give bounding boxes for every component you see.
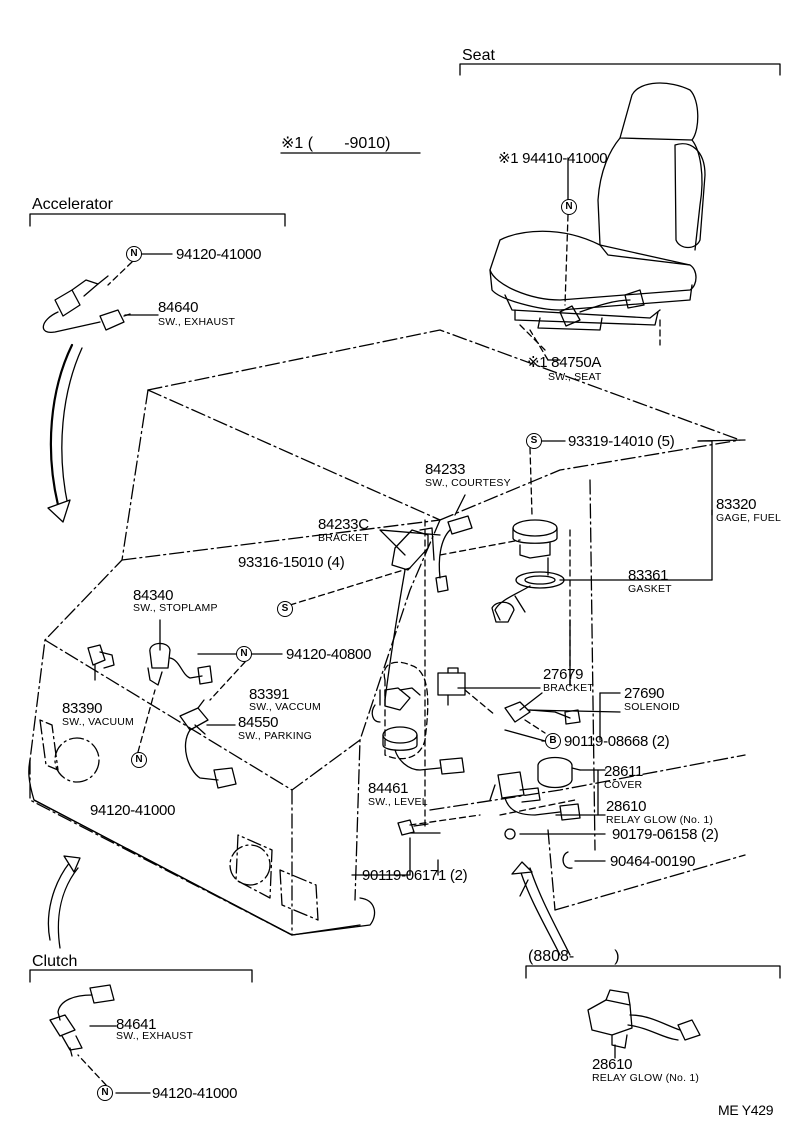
section-clutch-label: Clutch (32, 953, 78, 970)
part-number: 84641 (116, 1016, 157, 1033)
vehicle-body-solid (28, 737, 376, 936)
part-number: 94120-40800 (286, 646, 372, 663)
part-number: 83361 (628, 567, 669, 584)
clutch-switch-drawing (49, 984, 115, 1057)
dashed-leaders (77, 214, 576, 1086)
part-number: 83390 (62, 700, 103, 717)
part-number: 90464-00190 (610, 853, 696, 870)
part-number: 94120-41000 (152, 1085, 238, 1102)
fuel-gage-drawing (491, 519, 565, 623)
part-number: ※1 84750A (527, 354, 602, 371)
part-number: 93316-15010 (4) (238, 554, 345, 571)
part-desc: BRACKET (543, 682, 594, 694)
solenoid-drawing (437, 667, 581, 725)
n-marker-icon: N (126, 246, 142, 262)
vacuum-level-drawing (371, 661, 465, 775)
part-desc: RELAY GLOW (No. 1) (606, 814, 714, 826)
part-desc: SW., EXHAUST (116, 1030, 194, 1042)
accelerator-switch-drawing (42, 275, 131, 333)
part-number: ※1 94410-41000 (498, 150, 608, 167)
part-number: 94120-41000 (90, 802, 176, 819)
part-desc: SW., EXHAUST (158, 316, 236, 328)
part-desc: SW., STOPLAMP (133, 602, 218, 614)
part-number: 83391 (249, 686, 290, 703)
part-desc: SW., PARKING (238, 730, 312, 742)
part-desc: COVER (604, 779, 643, 791)
relay-glow-2-drawing (587, 989, 701, 1049)
part-number: 90119-08668 (2) (564, 733, 670, 750)
diagram-code: ME Y429 (718, 1102, 774, 1118)
b-marker-icon: B (545, 733, 561, 749)
part-number: 90119-06171 (2) (362, 867, 468, 884)
s-marker-icon: S (277, 601, 293, 617)
relay-glow-drawing (489, 756, 581, 869)
part-desc: BRACKET (318, 532, 369, 544)
part-desc: GAGE, FUEL (716, 512, 782, 524)
part-number: 27679 (543, 666, 584, 683)
part-number: 90179-06158 (2) (612, 826, 719, 843)
section-brackets (29, 63, 781, 983)
part-desc: SW., VACUUM (62, 716, 135, 728)
part-desc: SW., SEAT (548, 371, 602, 383)
stoplamp-switch-drawing (87, 642, 213, 686)
parking-switch-drawing (179, 699, 237, 789)
part-number: 28611 (604, 763, 644, 780)
n-marker-icon: N (131, 752, 147, 768)
part-number: 28610 (592, 1056, 633, 1073)
n-marker-icon: N (561, 199, 577, 215)
part-number: 94120-41000 (176, 246, 262, 263)
vehicle-body (29, 329, 746, 936)
part-number: 28610 (606, 798, 647, 815)
bolts-drawing (397, 819, 429, 836)
leaders (89, 157, 746, 1094)
part-desc: RELAY GLOW (No. 1) (592, 1072, 700, 1084)
part-number: 84461 (368, 780, 409, 797)
part-number: 84640 (158, 299, 199, 316)
part-desc: SW., COURTESY (425, 477, 511, 489)
applicability-note: ※1 ( -9010) (281, 135, 391, 152)
part-desc: SW., LEVEL (368, 796, 428, 808)
part-number: 84233 (425, 461, 466, 478)
section-seat-label: Seat (462, 47, 495, 64)
section-date-range-label: (8808- ) (528, 948, 620, 965)
part-number: 84550 (238, 714, 279, 731)
section-accelerator-label: Accelerator (32, 196, 113, 213)
part-number: 27690 (624, 685, 665, 702)
part-desc: SW., VACCUM (249, 701, 322, 713)
courtesy-bracket-drawing (384, 515, 473, 701)
part-desc: GASKET (628, 583, 672, 595)
arrows (47, 343, 571, 956)
part-number: 84233C (318, 516, 369, 533)
n-marker-icon: N (236, 646, 252, 662)
n-marker-icon: N (97, 1085, 113, 1101)
part-number: 84340 (133, 587, 174, 604)
seat-drawing (489, 82, 706, 351)
part-number: 93319-14010 (5) (568, 433, 675, 450)
part-desc: SOLENOID (624, 701, 680, 713)
part-number: 83320 (716, 496, 757, 513)
s-marker-icon: S (526, 433, 542, 449)
